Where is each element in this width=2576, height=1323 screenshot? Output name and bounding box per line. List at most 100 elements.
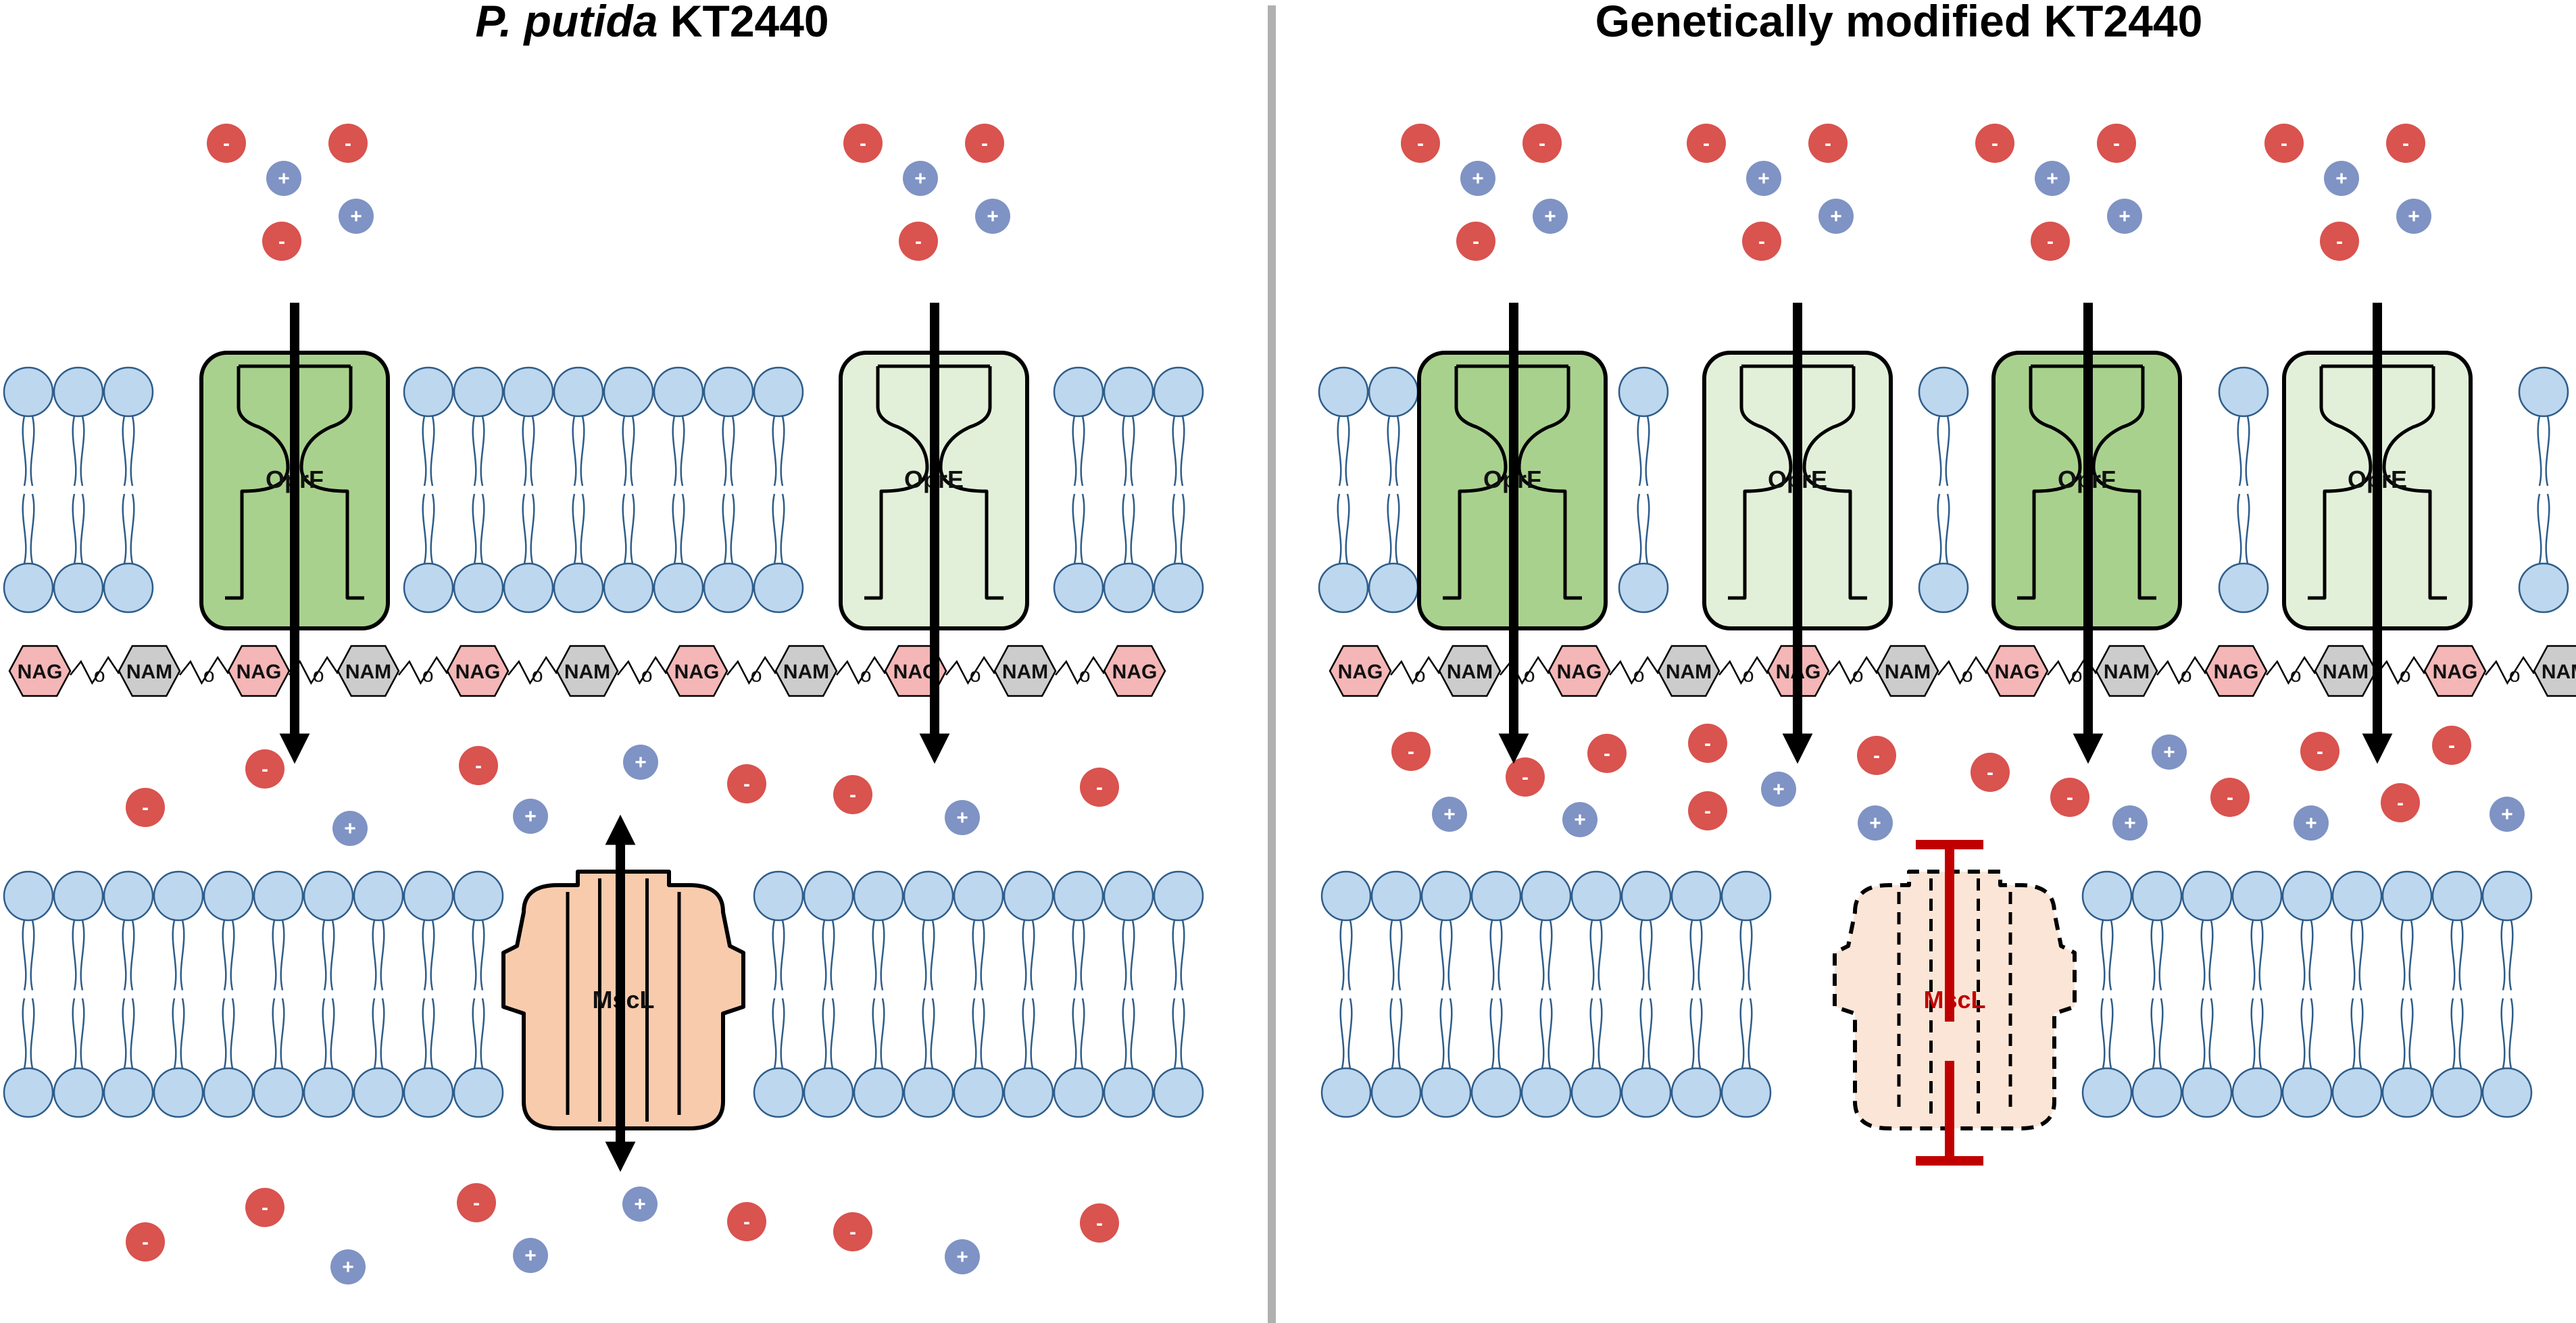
opre-protein-fold — [864, 366, 929, 600]
sugar-label: NAG — [1112, 661, 1158, 683]
lipid-tail — [1072, 493, 1085, 564]
anion-ion: - — [2031, 222, 2070, 261]
lipid-head — [553, 562, 604, 614]
sugar-ring — [8, 645, 72, 697]
ion-disc — [1432, 797, 1467, 832]
ion-charge: - — [2113, 132, 2120, 155]
cation-ion: + — [1761, 772, 1796, 807]
ion-charge: + — [2501, 803, 2513, 826]
lipid-tail — [422, 416, 435, 486]
oxygen-link: o — [751, 664, 762, 687]
nam-sugar: NAM — [1438, 645, 1502, 697]
ion-charge: + — [1443, 803, 1456, 826]
lipid-tail — [322, 920, 335, 991]
ion-charge: + — [342, 1256, 354, 1278]
lipid-tail — [1739, 998, 1753, 1069]
ion-disc — [1688, 791, 1727, 830]
lipid-tail — [522, 416, 535, 486]
cation-ion: + — [623, 745, 658, 780]
ion-disc — [245, 749, 284, 789]
anion-ion: - — [207, 124, 246, 163]
sugar-ring — [1103, 645, 1166, 697]
cation-ion: + — [2294, 805, 2329, 841]
lipid-tail — [172, 998, 185, 1069]
anion-ion: - — [2050, 778, 2089, 817]
anion-ion: - — [1971, 753, 2010, 792]
lipid-head — [1618, 562, 1669, 614]
nag-sugar: NAG — [8, 645, 72, 697]
glycosidic-bond — [1390, 655, 1441, 685]
cation-ion: + — [332, 811, 368, 846]
lipid-tail — [272, 998, 285, 1069]
sugar-label: NAG — [455, 661, 501, 683]
oxygen-link: o — [532, 664, 543, 687]
oprf-protein-fold — [225, 366, 290, 600]
lipid-head — [1570, 1067, 1622, 1118]
anion-ion: - — [1742, 222, 1781, 261]
lipid-head — [753, 366, 804, 418]
ion-charge: - — [1096, 1212, 1103, 1234]
anion-ion: - — [245, 749, 284, 789]
lipid-tail — [72, 416, 85, 486]
lipid-tail — [2300, 998, 2314, 1069]
oprf-protein-fold — [1517, 366, 1582, 600]
lipid-tail — [2537, 493, 2550, 564]
lipid-head — [2431, 1067, 2483, 1118]
lipid-tail — [2500, 998, 2514, 1069]
ion-charge: + — [1830, 205, 1842, 228]
glycosidic-bond — [179, 655, 230, 685]
oxygen-link: o — [1852, 664, 1864, 687]
lipid-tail — [122, 416, 135, 486]
lipid-head — [1153, 562, 1204, 614]
lipid-tail — [1122, 416, 1135, 486]
anion-ion: - — [245, 1188, 284, 1227]
ion-charge: - — [1096, 776, 1103, 799]
ion-disc — [328, 124, 368, 163]
ion-charge: - — [743, 773, 750, 795]
sugar-label: NAG — [18, 661, 63, 683]
lipid-bilayer-segment — [3, 366, 1204, 614]
ion-disc — [332, 811, 368, 846]
lipid-tail — [1439, 998, 1453, 1069]
ion-charge: - — [1408, 741, 1414, 763]
lipid-head — [1318, 562, 1369, 614]
anion-ion: - — [965, 124, 1004, 163]
lipid-head — [1053, 366, 1104, 418]
anion-ion: - — [1857, 736, 1896, 775]
lipid-head — [1370, 870, 1422, 922]
oxygen-link: o — [94, 664, 105, 687]
lipid-tail — [772, 493, 785, 564]
ion-disc — [2112, 805, 2148, 841]
lipid-head — [353, 870, 404, 922]
lipid-head — [703, 562, 754, 614]
cation-ion: + — [2396, 199, 2431, 234]
oxygen-link: o — [1962, 664, 1973, 687]
lipid-tail — [472, 416, 485, 486]
lipid-head — [1053, 562, 1104, 614]
oxygen-link: o — [1414, 664, 1426, 687]
glycosidic-bond — [1609, 655, 1660, 685]
ion-disc — [245, 1188, 284, 1227]
lipid-head — [953, 870, 1004, 922]
lipid-head — [653, 366, 704, 418]
lipid-head — [1670, 870, 1722, 922]
lipid-tail — [472, 493, 485, 564]
anion-ion: - — [1401, 124, 1440, 163]
ion-charge: - — [743, 1211, 750, 1233]
lipid-head — [2331, 1067, 2383, 1118]
ion-charge: - — [345, 132, 351, 155]
lipid-head — [653, 562, 704, 614]
lipid-head — [2518, 366, 2569, 418]
lipid-tail — [522, 493, 535, 564]
lipid-tail — [1122, 493, 1135, 564]
lipid-tail — [372, 920, 385, 991]
lipid-tail — [672, 416, 685, 486]
lipid-head — [103, 366, 154, 418]
ion-charge: + — [524, 805, 537, 828]
anion-ion: - — [1080, 768, 1119, 807]
lipid-tail — [2350, 998, 2364, 1069]
lipid-head — [153, 870, 204, 922]
ions: --++---++----+++--+----+++--+---++---++-… — [126, 124, 2525, 1284]
opre-protein-fold — [1802, 366, 1867, 600]
lipid-head — [3, 870, 54, 922]
